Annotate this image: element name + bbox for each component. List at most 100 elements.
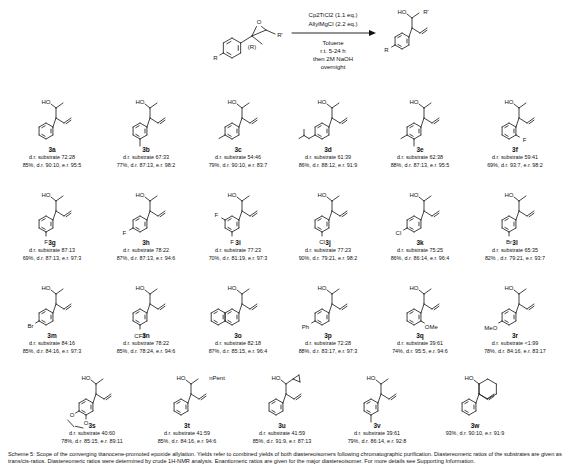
- bond: [395, 37, 396, 45]
- condition-text: overnight: [321, 64, 346, 70]
- bond: [56, 304, 64, 309]
- substituent-label: F: [230, 239, 234, 245]
- bond: [237, 104, 242, 108]
- condition-text: then 2M NaOH: [313, 56, 353, 62]
- bond: [519, 304, 527, 309]
- bond: [410, 126, 413, 128]
- bond: [96, 394, 104, 399]
- bond: [329, 304, 332, 313]
- bond: [140, 139, 141, 146]
- hydroxyl-label: HO: [272, 375, 281, 381]
- bond: [181, 411, 188, 415]
- bond: [514, 290, 519, 294]
- bond: [475, 403, 476, 411]
- bond: [412, 18, 413, 28]
- bond: [332, 201, 333, 211]
- bond: [160, 213, 165, 217]
- bond: [315, 127, 316, 135]
- bond: [424, 289, 431, 294]
- bond: [86, 411, 93, 415]
- bond: [322, 135, 329, 139]
- bond: [414, 139, 415, 146]
- bond: [409, 28, 412, 37]
- bond: [479, 384, 480, 394]
- bond: [252, 306, 257, 310]
- substituent-label: Br: [27, 323, 33, 329]
- substituent-label: O: [84, 420, 89, 426]
- bond: [410, 219, 413, 221]
- bond: [140, 325, 141, 329]
- bond: [322, 228, 329, 232]
- substrate-ratio: d.r. substrate 75:25: [397, 248, 443, 253]
- bond: [232, 216, 239, 220]
- bond: [252, 213, 257, 217]
- bond: [82, 402, 85, 404]
- bond: [238, 313, 239, 321]
- compound-number: 3j: [325, 240, 330, 247]
- bond: [326, 222, 327, 226]
- bond: [364, 403, 365, 411]
- bond: [502, 220, 503, 228]
- bond: [406, 39, 407, 43]
- compound-number: 3g: [48, 240, 56, 247]
- result-text: 85%, d.r. 84:16, e.r. 94:6: [158, 439, 217, 444]
- bond: [529, 306, 534, 310]
- bond: [474, 380, 479, 384]
- bond: [407, 321, 414, 325]
- bond: [513, 129, 514, 133]
- bond: [140, 321, 147, 325]
- bond: [46, 232, 47, 236]
- bond: [299, 136, 304, 139]
- hydroxyl-label: HO: [465, 375, 474, 381]
- substrate-ratio: d.r. substrate 67:33: [123, 155, 169, 160]
- bond: [136, 312, 139, 314]
- bond: [340, 118, 347, 123]
- bond: [424, 118, 432, 123]
- compound-number: 3w: [471, 423, 480, 430]
- bond: [286, 384, 287, 394]
- bond: [422, 30, 427, 34]
- bond: [322, 309, 329, 313]
- bond: [519, 201, 520, 211]
- substituent-label: F: [215, 212, 219, 218]
- bond: [421, 118, 424, 127]
- bond: [421, 304, 424, 313]
- result-text: 88%, d.r. 87:13, e.r. 95:5: [391, 163, 450, 168]
- result-text: 93%, d.r. 90:10, e.r. 91:9: [446, 431, 505, 436]
- bond: [502, 309, 509, 313]
- bond: [276, 411, 283, 415]
- bond: [241, 36, 252, 43]
- bond: [509, 216, 516, 220]
- bond: [240, 43, 241, 53]
- bond: [46, 135, 53, 139]
- bond: [42, 227, 45, 229]
- bond: [42, 219, 45, 221]
- bond: [283, 394, 286, 403]
- bond: [228, 126, 231, 128]
- bond: [272, 410, 275, 412]
- bond: [502, 127, 503, 135]
- bond: [242, 294, 243, 304]
- bond: [424, 304, 432, 309]
- bond: [398, 36, 401, 38]
- bond: [505, 320, 508, 322]
- bond: [419, 290, 424, 294]
- bond: [502, 135, 509, 139]
- bond: [227, 52, 231, 54]
- result-text: 77%, d.r. 87:13, e.r. 98:2: [117, 163, 176, 168]
- hydroxyl-label: HO: [318, 99, 327, 105]
- bond: [473, 405, 474, 409]
- bond: [392, 45, 395, 47]
- bond: [420, 220, 421, 228]
- bond: [39, 313, 40, 321]
- condition-text: Toluene: [322, 40, 343, 46]
- bond: [371, 415, 372, 422]
- bond: [519, 196, 526, 201]
- bond: [140, 309, 147, 313]
- bond: [315, 216, 322, 220]
- bond: [502, 216, 509, 220]
- bond: [420, 127, 421, 135]
- bond: [516, 135, 519, 137]
- bond: [228, 312, 231, 314]
- bond: [50, 222, 51, 226]
